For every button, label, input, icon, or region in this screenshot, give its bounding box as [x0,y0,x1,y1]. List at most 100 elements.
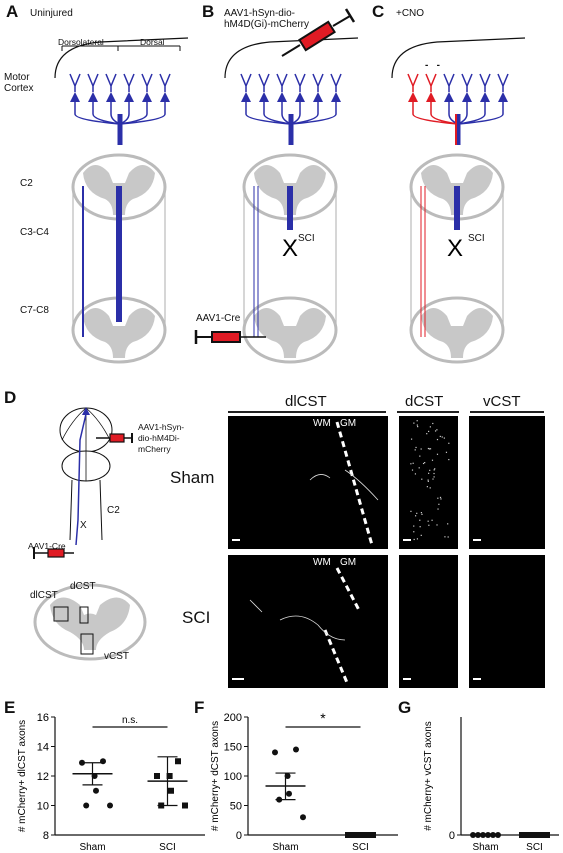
panel-e-point [168,787,174,794]
axon-speckle [443,437,445,439]
neuron-dendrite [258,73,270,92]
axon-speckle [448,458,450,461]
neuron-soma [142,92,152,102]
neuron-soma [480,92,490,102]
panel-letter-a: A [6,2,19,21]
axon-speckle [441,436,443,438]
axon-speckle [421,513,423,515]
neuron-soma [498,92,508,102]
panel-letter-f: F [194,698,205,717]
axon-speckle [429,426,431,428]
axon-speckle [445,451,448,453]
motor-cortex-label: Motor Cortex [4,72,34,94]
axon-speckle [422,462,425,465]
panel-e-point [182,802,188,809]
header-rule-dcst [397,411,459,413]
panel-g-point [475,832,481,838]
panel-f-point [293,746,299,753]
panel-f-x-tick-label: SCI [352,842,369,853]
axon-speckle [447,536,449,538]
axon-speckle [420,511,423,514]
neuron-soma [444,92,454,102]
axon-speckle [416,420,418,422]
region-dcst-label: dCST [70,581,96,592]
panel-g-point [480,832,486,838]
level-c7c8-label: C7-C8 [20,305,49,316]
axon-speckle [434,430,437,432]
micrograph-sham-dcst [399,416,458,549]
micrograph-sci-vcst [469,555,545,688]
axon-speckle [413,538,415,541]
panel-f-x-tick-label: Sham [272,842,298,853]
sci-label-b: SCI [298,233,315,244]
panel-e-y-tick-label: 10 [37,801,49,813]
panel-g-x-tick-label: SCI [526,842,543,853]
neuron-dendrite [69,73,81,92]
neuron-dendrite [461,73,473,92]
panel-g-point [544,832,550,838]
axon-speckle [432,422,434,425]
panel-e-point [93,787,99,794]
neuron-soma [408,92,418,102]
neuron-dendrite [159,73,171,92]
neuron-soma [295,92,305,102]
neuron-axon [263,102,292,125]
panel-c-title: +CNO [396,8,425,19]
c2-label-d: C2 [107,505,120,516]
cortex-arc-c [391,37,526,79]
panel-f-point [300,814,306,821]
panel-f-point [345,832,351,838]
axon-speckle [418,467,420,469]
panel-e-point [79,759,85,766]
axon-speckle [410,438,413,440]
axon-speckle [416,424,418,426]
neuron-dendrite [276,73,288,92]
virus-label-d: AAV1-hSyn- dio-hM4Di- mCherry [138,422,185,454]
cre-label-d: AAV1-Cre [28,541,66,551]
panel-e-x-tick-label: Sham [79,842,105,853]
panel-g-y-tick-label: 0 [449,830,455,842]
neuron-dendrite [312,73,324,92]
panel-f-point [286,790,292,797]
axon-speckle [421,478,423,480]
axon-speckle [420,448,422,450]
axon-speckle [414,473,417,475]
syringe-b-cre [194,330,266,344]
panel-e-point [83,802,90,809]
axon-speckle [431,459,434,461]
panel-e-point [100,758,106,765]
row-label-sham: Sham [170,468,215,487]
dorsal-label: Dorsal [140,37,165,47]
panel-f-point [272,749,278,756]
axon-speckle [413,531,415,533]
gray-matter [83,308,155,358]
panel-g-point [495,832,501,838]
x-label-d: X [80,520,87,531]
neuron-soma [331,92,341,102]
row-label-sci: SCI [182,608,211,627]
neuron-axon [290,102,337,125]
axon-speckle [433,469,435,471]
micrograph-sci-dlcst [228,555,388,688]
axon-speckle [429,469,431,471]
axon-speckle [428,524,430,526]
panel-letter-b: B [202,2,215,21]
axon-speckle [437,497,439,499]
axon-speckle [420,534,422,536]
axon-speckle [436,453,439,455]
neuron-soma [88,92,98,102]
panel-e-y-label: # mCherry+ dlCST axons [17,720,28,832]
axon-speckle [410,510,412,512]
axon-speckle [433,476,435,478]
neuron-dendrite [87,73,99,92]
panel-f-point [365,832,371,838]
panel-e-y-tick-label: 14 [37,742,49,754]
axon-speckle [428,448,431,450]
axon-speckle [424,462,426,464]
level-c2-label: C2 [20,178,33,189]
axon-speckle [447,523,449,525]
axon-speckle [419,455,421,457]
x-mark-b: X [282,235,298,262]
